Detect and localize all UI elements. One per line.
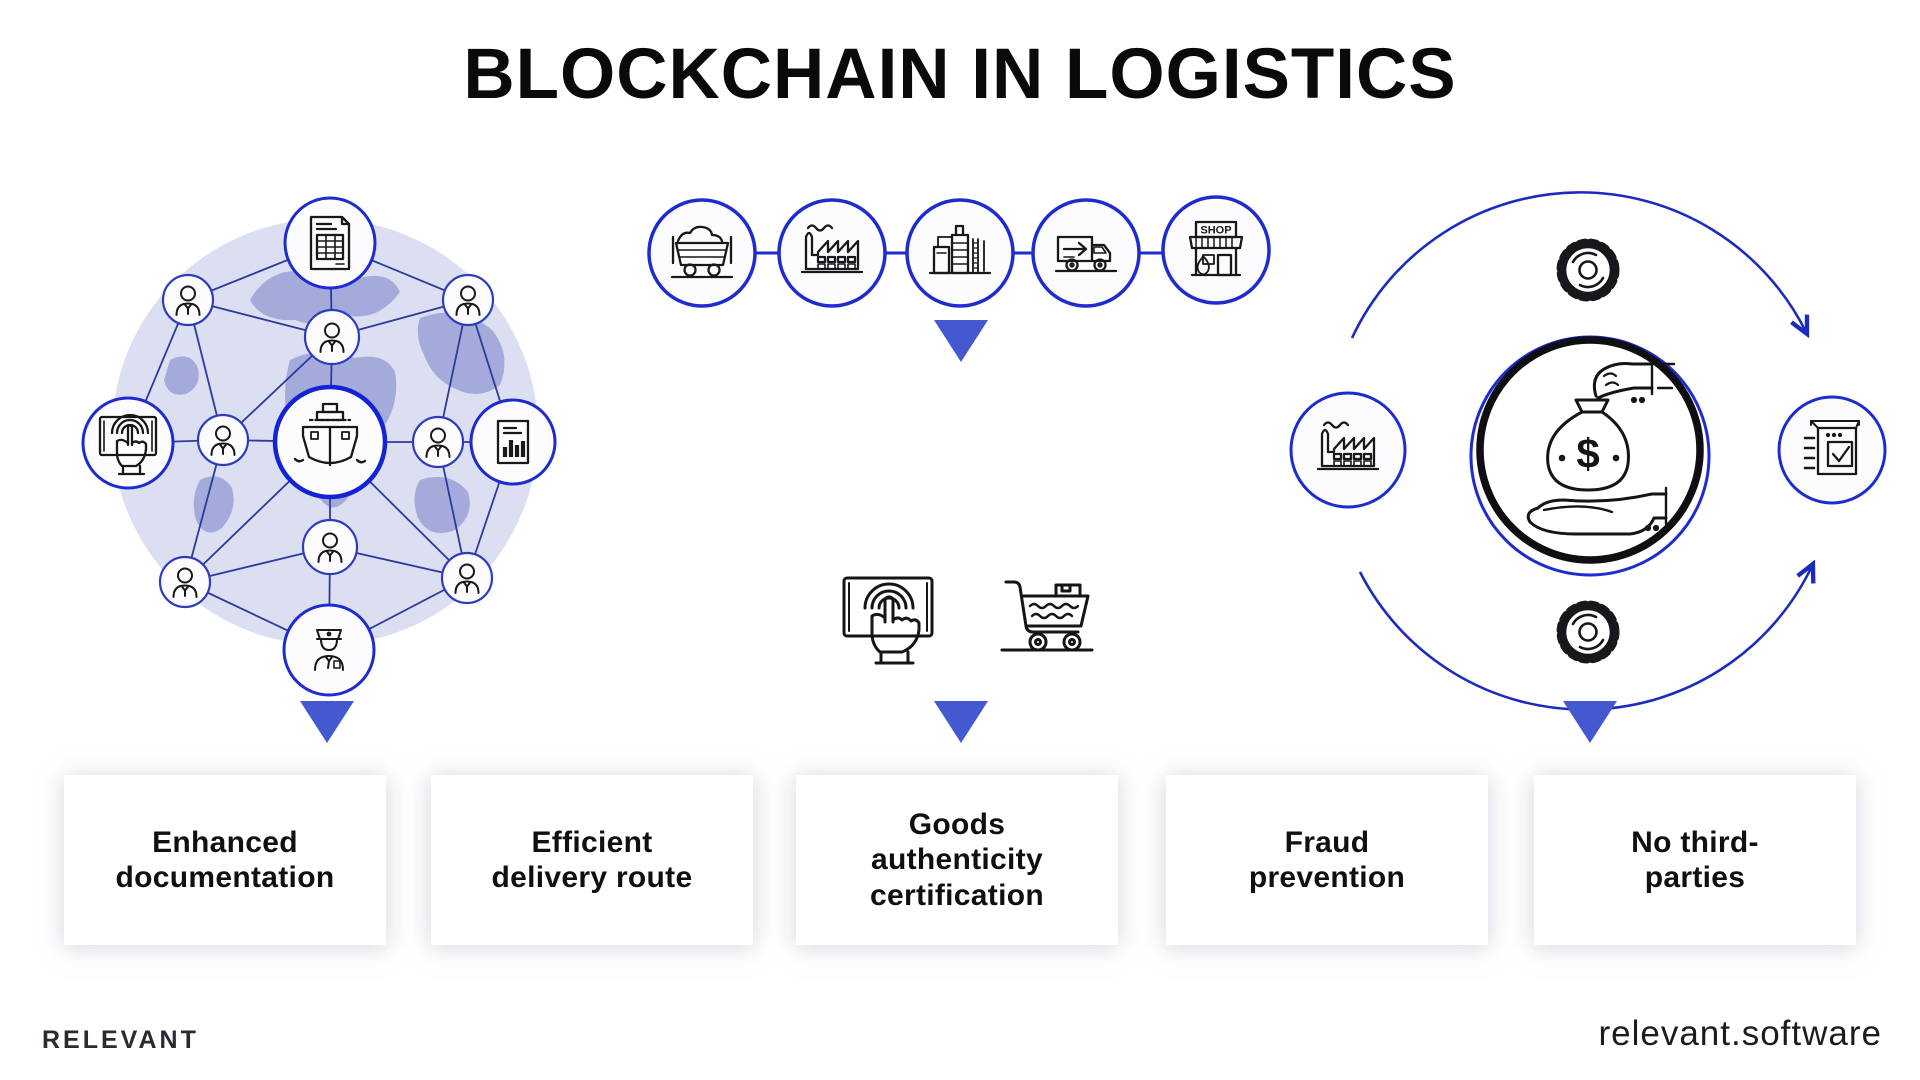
benefit-card: No third- parties xyxy=(1534,775,1856,945)
shop-sign-text: SHOP xyxy=(1200,225,1231,237)
chain-step-mining-cart xyxy=(647,198,757,308)
page-title: BLOCKCHAIN IN LOGISTICS xyxy=(463,35,1457,114)
benefit-card: Efficient delivery route xyxy=(431,775,753,945)
touch-tablet-icon xyxy=(98,413,158,476)
shopping-cart-icon xyxy=(1000,580,1094,652)
down-arrow-triangle xyxy=(300,701,354,743)
order-step xyxy=(842,576,1094,665)
benefit-card: Fraud prevention xyxy=(1166,775,1488,945)
benefit-label: No third- parties xyxy=(1631,825,1759,894)
cycle-arrow-bottom xyxy=(1358,566,1812,711)
chain-step-shop: SHOP xyxy=(1161,195,1271,305)
down-arrow-triangle xyxy=(1563,701,1617,743)
benefit-card: Enhanced documentation xyxy=(64,775,386,945)
dollar-sign: $ xyxy=(1576,430,1599,477)
chain-step-processing-plant xyxy=(905,198,1015,308)
cycle-node-factory xyxy=(1289,391,1407,509)
mining-cart-icon xyxy=(670,225,734,279)
cycle-node-package-checklist xyxy=(1777,395,1887,505)
money-handover-icon: $ xyxy=(1526,356,1676,536)
chain-step-delivery-truck xyxy=(1031,198,1141,308)
shop-icon: SHOP xyxy=(1188,220,1244,277)
touch-screen-icon xyxy=(842,576,934,665)
benefit-label: Goods authenticity certification xyxy=(870,808,1044,912)
network-node-touch-tablet xyxy=(81,396,175,490)
down-arrow-triangle xyxy=(934,701,988,743)
gear-icon xyxy=(1561,243,1615,297)
cycle-node-money-handover: $ xyxy=(1469,335,1711,577)
website-url: relevant.software xyxy=(1598,1014,1882,1053)
delivery-truck-icon xyxy=(1054,235,1118,273)
captain-icon xyxy=(314,629,344,671)
globe-network-diagram xyxy=(81,196,557,743)
processing-plant-icon xyxy=(928,224,992,275)
network-node-captain xyxy=(282,603,376,697)
network-node-invoice-document xyxy=(283,196,377,290)
benefit-label: Fraud prevention xyxy=(1248,825,1406,894)
benefit-card: Goods authenticity certification xyxy=(796,775,1118,945)
trust-cycle-diagram: $ xyxy=(1289,191,1887,743)
network-node-report-chart xyxy=(469,398,557,486)
benefit-label: Efficient delivery route xyxy=(491,825,693,894)
package-checklist-icon xyxy=(1803,420,1860,476)
cargo-ship-icon xyxy=(293,402,367,467)
gear-icon xyxy=(1561,605,1615,659)
chain-step-factory xyxy=(777,198,887,308)
benefit-label: Enhanced documentation xyxy=(115,825,335,894)
cycle-arrow-top xyxy=(1350,191,1806,339)
brand-logo: RELEVANT xyxy=(42,1026,199,1054)
network-node-person xyxy=(158,273,495,609)
network-node-cargo-ship xyxy=(272,384,388,500)
invoice-document-icon xyxy=(309,215,351,271)
report-chart-icon xyxy=(496,419,530,465)
supply-chain-diagram: SHOP xyxy=(647,195,1271,743)
down-arrow-triangle xyxy=(934,320,988,362)
